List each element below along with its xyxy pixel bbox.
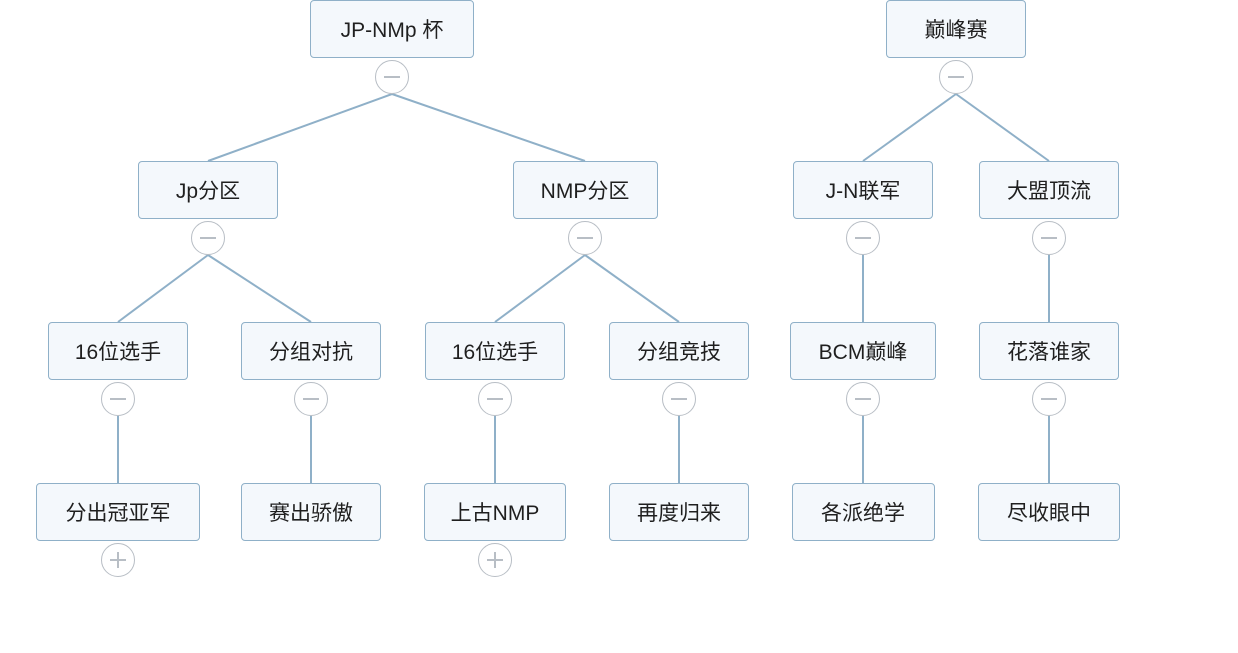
toggle-bar-vertical <box>117 552 119 568</box>
connector-1-to-1-1 <box>955 93 1050 162</box>
connector-0-1-to-0-1-1 <box>584 254 680 323</box>
toggle-bar-horizontal <box>110 398 126 400</box>
node-level3-1-1-0-0[interactable]: 尽收眼中 <box>978 483 1120 541</box>
toggle-bar-vertical <box>494 552 496 568</box>
collapse-minus-icon-1[interactable] <box>939 60 973 94</box>
node-root-0[interactable]: JP-NMp 杯 <box>310 0 474 58</box>
toggle-bar-horizontal <box>384 76 400 78</box>
collapse-minus-icon-0-0-1[interactable] <box>294 382 328 416</box>
collapse-minus-icon-1-0-0[interactable] <box>846 382 880 416</box>
expand-plus-icon-0-0-0-0[interactable] <box>101 543 135 577</box>
node-level2-0-0-1[interactable]: 分组对抗 <box>241 322 381 380</box>
connector-1-to-1-0 <box>862 93 957 162</box>
collapse-minus-icon-1-1[interactable] <box>1032 221 1066 255</box>
toggle-bar-horizontal <box>487 398 503 400</box>
node-level1-1-0[interactable]: J-N联军 <box>793 161 933 219</box>
node-level1-0-0[interactable]: Jp分区 <box>138 161 278 219</box>
node-level2-0-1-1[interactable]: 分组竞技 <box>609 322 749 380</box>
expand-plus-icon-0-1-0-0[interactable] <box>478 543 512 577</box>
node-level2-0-1-0[interactable]: 16位选手 <box>425 322 565 380</box>
connector-0-0-to-0-0-1 <box>207 254 312 323</box>
node-level3-1-0-0-0[interactable]: 各派绝学 <box>791 483 935 541</box>
collapse-minus-icon-0-0-0[interactable] <box>101 382 135 416</box>
toggle-bar-horizontal <box>855 398 871 400</box>
node-level2-0-0-0[interactable]: 16位选手 <box>48 322 188 380</box>
node-level3-0-0-0-0[interactable]: 分出冠亚军 <box>36 483 200 541</box>
node-root-1[interactable]: 巅峰赛 <box>886 0 1026 58</box>
collapse-minus-icon-0-1[interactable] <box>568 221 602 255</box>
collapse-minus-icon-0-1-0[interactable] <box>478 382 512 416</box>
node-level2-1-0-0[interactable]: BCM巅峰 <box>790 322 936 380</box>
node-level3-0-1-0-0[interactable]: 上古NMP <box>424 483 566 541</box>
collapse-minus-icon-0-0[interactable] <box>191 221 225 255</box>
toggle-bar-horizontal <box>303 398 319 400</box>
toggle-bar-horizontal <box>855 237 871 239</box>
toggle-bar-horizontal <box>1041 398 1057 400</box>
node-level2-1-1-0[interactable]: 花落谁家 <box>979 322 1119 380</box>
toggle-bar-horizontal <box>1041 237 1057 239</box>
toggle-bar-horizontal <box>948 76 964 78</box>
collapse-minus-icon-1-0[interactable] <box>846 221 880 255</box>
toggle-bar-horizontal <box>577 237 593 239</box>
collapse-minus-icon-1-1-0[interactable] <box>1032 382 1066 416</box>
collapse-minus-icon-0-1-1[interactable] <box>662 382 696 416</box>
collapse-minus-icon-0[interactable] <box>375 60 409 94</box>
connector-0-0-to-0-0-0 <box>117 254 209 323</box>
node-level1-0-1[interactable]: NMP分区 <box>512 161 658 219</box>
connector-0-to-0-1 <box>391 93 586 162</box>
node-level3-0-0-1-0[interactable]: 赛出骄傲 <box>241 483 381 541</box>
toggle-bar-horizontal <box>671 398 687 400</box>
connector-0-to-0-0 <box>207 93 393 162</box>
connector-0-1-to-0-1-0 <box>494 254 586 323</box>
node-level1-1-1[interactable]: 大盟顶流 <box>979 161 1119 219</box>
toggle-bar-horizontal <box>200 237 216 239</box>
node-level3-0-1-1-0[interactable]: 再度归来 <box>609 483 749 541</box>
